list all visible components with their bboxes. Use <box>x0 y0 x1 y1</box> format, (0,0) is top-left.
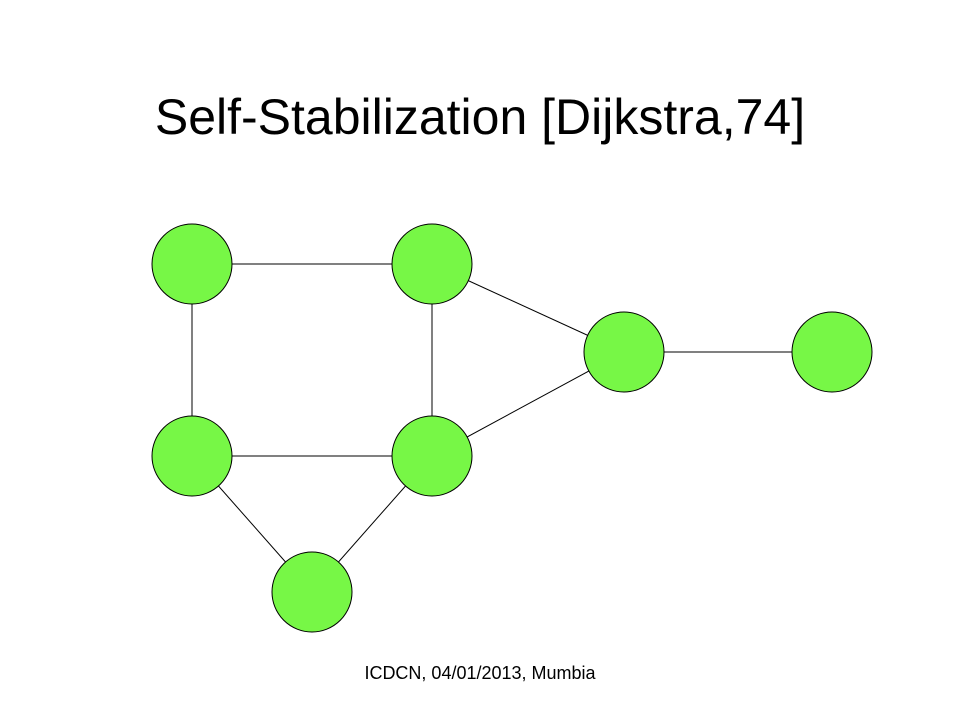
node-bottom-middle <box>391 415 473 497</box>
slide-footer: ICDCN, 04/01/2013, Mumbia <box>364 663 596 683</box>
node-bottom-left <box>151 415 233 497</box>
node-bottom <box>271 551 353 633</box>
slide-title: Self-Stabilization [Dijkstra,74] <box>154 89 806 145</box>
node-far-right <box>791 311 873 393</box>
nodes-layer <box>151 223 873 633</box>
node-top-middle <box>391 223 473 305</box>
node-right-middle <box>583 311 665 393</box>
node-top-left <box>151 223 233 305</box>
edges-layer <box>191 263 832 593</box>
